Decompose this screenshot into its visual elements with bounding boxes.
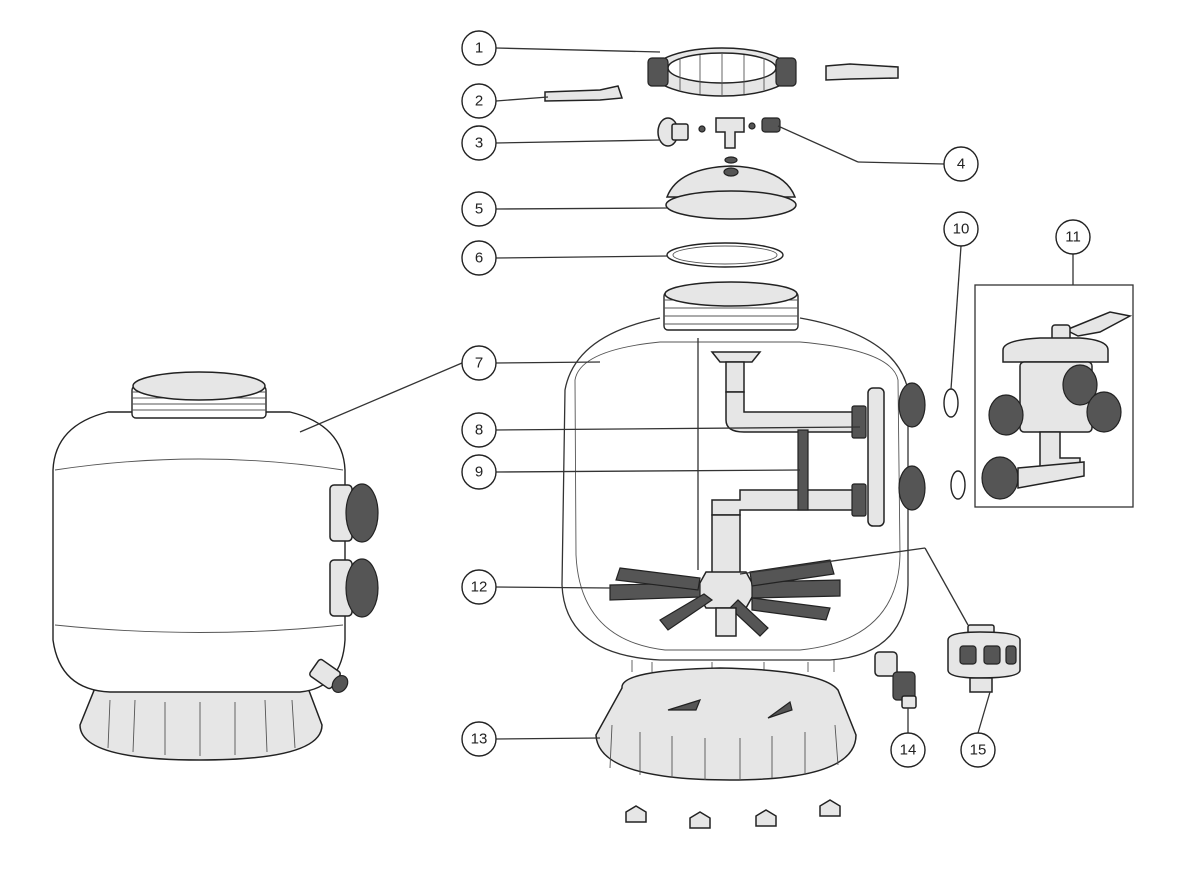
callout-6: 6 — [461, 240, 497, 276]
base-clips — [625, 799, 841, 829]
callout-label: 13 — [471, 731, 488, 748]
callout-label: 7 — [475, 355, 483, 372]
callout-label: 5 — [475, 201, 483, 218]
dome-lid — [665, 165, 797, 220]
lateral-hub — [947, 624, 1021, 693]
callout-11: 11 — [1055, 219, 1091, 255]
leader-lines — [299, 47, 1074, 740]
callout-14: 14 — [890, 732, 926, 768]
filter-tank-cutaway — [561, 281, 926, 672]
assembled-drain-plug — [309, 658, 349, 693]
callout-label: 14 — [900, 742, 917, 759]
callout-13: 13 — [461, 721, 497, 757]
callout-label: 12 — [471, 579, 488, 596]
drain-valve — [874, 651, 917, 709]
callout-label: 1 — [475, 40, 483, 57]
callout-label: 10 — [953, 221, 970, 238]
ring-handles — [544, 63, 899, 102]
o-ring — [666, 242, 784, 268]
assembled-filter-tank — [52, 411, 346, 693]
callout-8: 8 — [461, 412, 497, 448]
callout-label: 11 — [1065, 229, 1081, 246]
callout-label: 9 — [475, 464, 483, 481]
assembled-filter — [52, 371, 379, 761]
callout-label: 6 — [475, 250, 483, 267]
assembled-filter-base — [79, 687, 323, 761]
callout-10: 10 — [943, 211, 979, 247]
tank-base — [595, 667, 857, 781]
callout-4: 4 — [943, 146, 979, 182]
callout-2: 2 — [461, 83, 497, 119]
assembled-upper-union — [329, 483, 379, 543]
assembled-lower-union — [329, 558, 379, 618]
callout-label: 3 — [475, 135, 483, 152]
laterals-assembly — [609, 559, 841, 637]
callout-9: 9 — [461, 454, 497, 490]
callout-15: 15 — [960, 732, 996, 768]
callout-label: 15 — [970, 742, 987, 759]
callout-label: 8 — [475, 422, 483, 439]
pressure-gauge — [657, 117, 689, 147]
union-o-rings — [943, 388, 966, 500]
closure-ring — [647, 47, 797, 97]
callout-1: 1 — [461, 30, 497, 66]
callout-3: 3 — [461, 125, 497, 161]
air-release-fitting — [698, 117, 756, 164]
multiport-valve-box — [974, 284, 1134, 508]
air-release-valve — [761, 117, 781, 133]
callout-label: 2 — [475, 93, 483, 110]
multiport-valve — [981, 311, 1133, 500]
callout-12: 12 — [461, 569, 497, 605]
callout-5: 5 — [461, 191, 497, 227]
callout-7: 7 — [461, 345, 497, 381]
callout-label: 4 — [957, 156, 965, 173]
